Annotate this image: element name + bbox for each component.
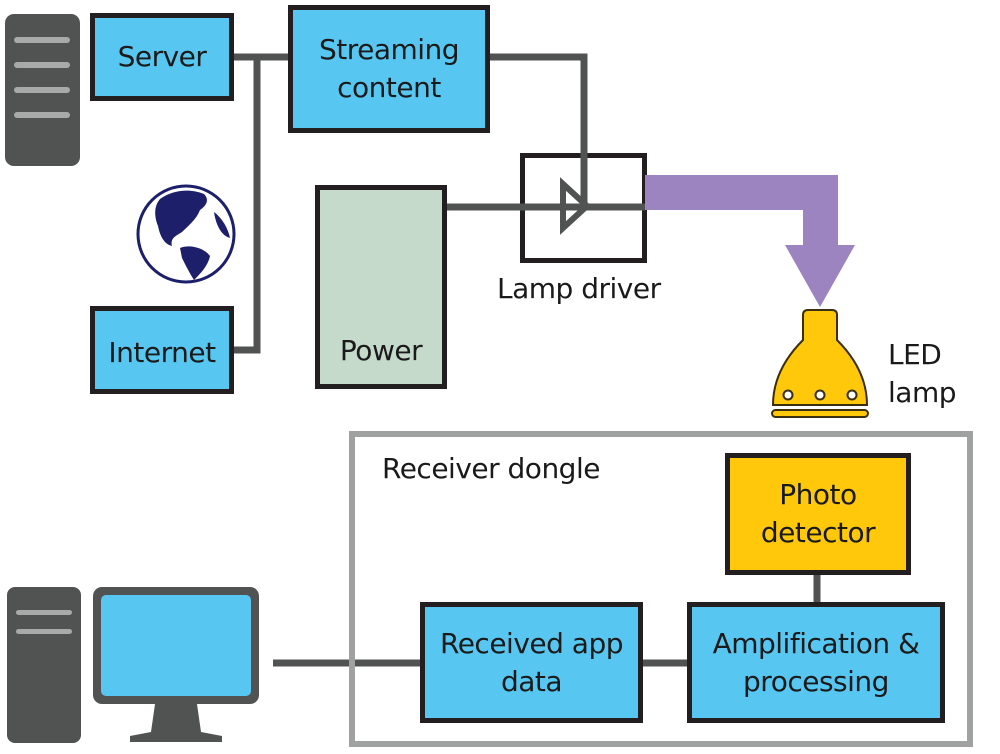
power-box: Power: [315, 185, 447, 389]
light-signal-arrow: [645, 175, 855, 307]
receiver-dongle-label: Receiver dongle: [382, 452, 600, 485]
receiver-dongle-frame: [349, 431, 973, 747]
streaming-content-label: Streaming content: [318, 33, 460, 104]
connectors: [232, 53, 821, 667]
internet-to-server-line: [232, 57, 261, 354]
server-box: Server: [90, 13, 234, 101]
power-label: Power: [339, 334, 423, 367]
lamp-driver-label: Lamp driver: [497, 272, 661, 305]
server-label: Server: [117, 40, 207, 73]
amplification-processing-box: Amplification & processing: [687, 602, 945, 723]
amplification-processing-label: Amplification & processing: [712, 626, 920, 698]
internet-label: Internet: [108, 336, 216, 369]
driver-amplifier-icon: [560, 177, 592, 235]
led-lamp-icon: [771, 309, 869, 418]
globe-icon: [136, 184, 236, 284]
led-lamp-label: LED lamp: [888, 338, 957, 409]
streaming-to-driver-line: [488, 53, 588, 206]
desktop-computer-icon: [7, 587, 259, 743]
streaming-content-box: Streaming content: [288, 5, 490, 133]
received-app-data-box: Received app data: [420, 602, 643, 723]
received-app-data-label: Received app data: [440, 626, 624, 698]
server-tower-icon: [5, 14, 80, 166]
internet-box: Internet: [90, 306, 234, 394]
photo-detector-label: Photo detector: [760, 478, 876, 549]
photo-detector-box: Photo detector: [725, 453, 911, 575]
